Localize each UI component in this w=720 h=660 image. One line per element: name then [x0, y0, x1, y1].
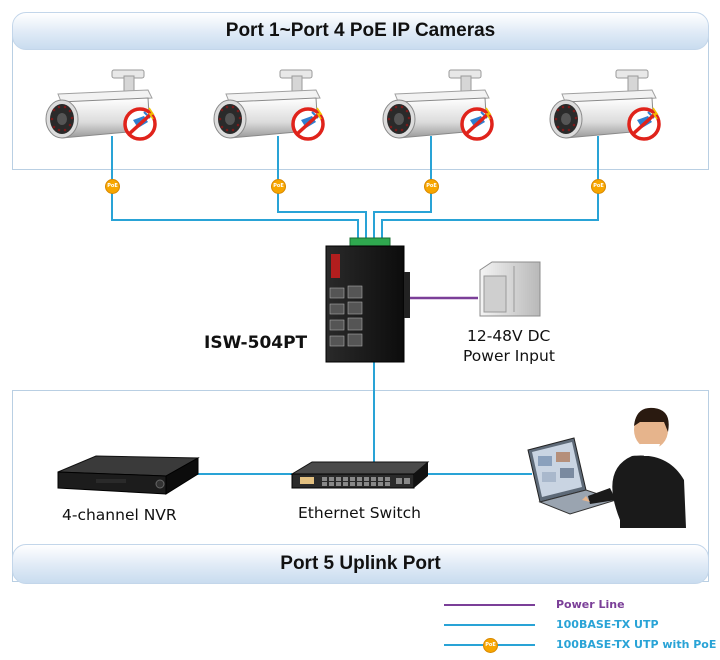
legend-utp: 100BASE-TX UTP: [556, 618, 659, 631]
ip-camera-1-icon: [44, 68, 157, 141]
legend-poe-badge: PoE: [483, 638, 498, 653]
nvr-icon: [57, 455, 200, 495]
device-label: ISW-504PT: [204, 333, 308, 353]
poe-badge-3: PoE: [424, 179, 439, 194]
power-supply-icon: [479, 261, 541, 317]
pc-user-icon: [527, 407, 686, 528]
ip-camera-4-icon: [548, 68, 661, 141]
power-input-label-line2: Power Input: [463, 347, 555, 365]
nvr-label: 4-channel NVR: [62, 506, 177, 524]
poe-badge-2: PoE: [271, 179, 286, 194]
ethernet-switch-icon: [290, 461, 430, 489]
legend-utp-poe: 100BASE-TX UTP with PoE: [556, 638, 717, 651]
poe-utp-links: [111, 136, 599, 475]
ethernet-switch-label: Ethernet Switch: [298, 504, 421, 522]
legend-power-line: Power Line: [556, 598, 625, 611]
ip-camera-3-icon: [381, 68, 494, 141]
poe-badge-1: PoE: [105, 179, 120, 194]
poe-badge-4: PoE: [591, 179, 606, 194]
power-input-label-line1: 12-48V DC: [467, 327, 551, 345]
ip-camera-2-icon: [212, 68, 325, 141]
isw-504pt-switch-icon: [325, 237, 410, 363]
bottom-banner: Port 5 Uplink Port: [12, 544, 709, 584]
top-banner: Port 1~Port 4 PoE IP Cameras: [12, 12, 709, 50]
